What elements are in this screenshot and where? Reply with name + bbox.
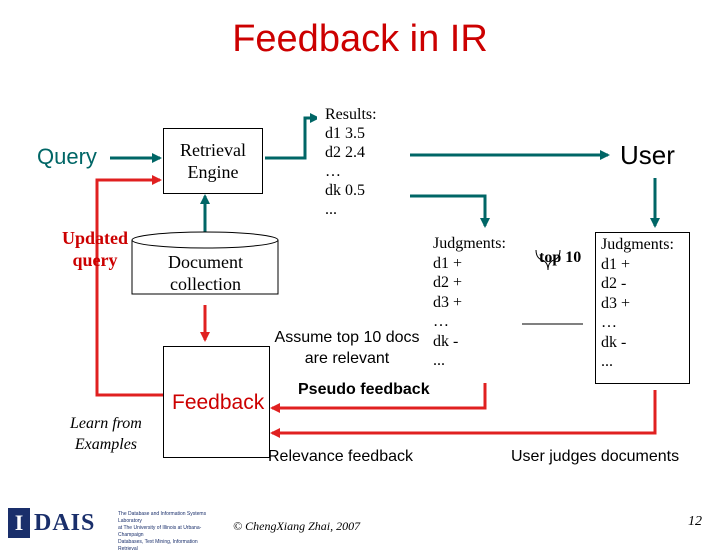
arrow-relevance-feedback: [270, 390, 657, 438]
diagram-canvas: [95, 113, 660, 438]
judgments-left-box: Judgments: d1 + d2 + d3 + … dk - ...: [430, 233, 522, 383]
arrow-to-judgments-left: [410, 194, 490, 228]
assume-relevant-label: Assume top 10 docs are relevant: [274, 329, 420, 367]
results-line-5: ...: [325, 201, 337, 218]
results-box: Results: d1 3.5 d2 2.4 … dk 0.5 ...: [317, 100, 409, 240]
arrow-engine-to-results: [265, 113, 320, 160]
learn-from-examples-label: Learn from Examples: [70, 415, 142, 453]
feedback-label: Feedback: [172, 391, 265, 414]
top10-brace: [535, 249, 561, 271]
query-label: Query: [37, 144, 97, 169]
dais-logo: I DAIS The Database and Information Syst…: [8, 508, 218, 552]
copyright-text: © ChengXiang Zhai, 2007: [233, 519, 361, 533]
results-line-2: d2 2.4: [325, 144, 365, 161]
logo-text: DAIS: [34, 510, 96, 536]
updated-query-label: Updated query: [62, 228, 129, 270]
judgments-right-box: Judgments: d1 + d2 - d3 + … dk - ...: [595, 232, 690, 384]
retrieval-engine-box: Retrieval Engine: [163, 128, 263, 194]
pseudo-feedback-label: Pseudo feedback: [298, 381, 430, 398]
illinois-i-icon: I: [8, 508, 30, 538]
user-label: User: [620, 140, 675, 170]
logo-subtext: The Database and Information Systems Lab…: [118, 511, 207, 552]
results-line-3: …: [325, 163, 341, 180]
slide-title: Feedback in IR: [232, 18, 488, 60]
results-line-1: d1 3.5: [325, 125, 365, 142]
results-line-0: Results:: [325, 106, 377, 123]
arrow-feedback-to-updated-query: [95, 175, 163, 397]
results-line-4: dk 0.5: [325, 182, 365, 199]
arrow-pseudo-feedback: [270, 382, 487, 413]
page-number: 12: [688, 514, 702, 529]
document-collection-cylinder: [131, 231, 279, 295]
relevance-feedback-label: Relevance feedback: [268, 448, 413, 465]
document-collection-label: Document collection: [168, 252, 243, 294]
feedback-box-border: [163, 346, 270, 458]
user-judges-label: User judges documents: [511, 448, 680, 465]
top10-label: top 10: [539, 249, 582, 266]
